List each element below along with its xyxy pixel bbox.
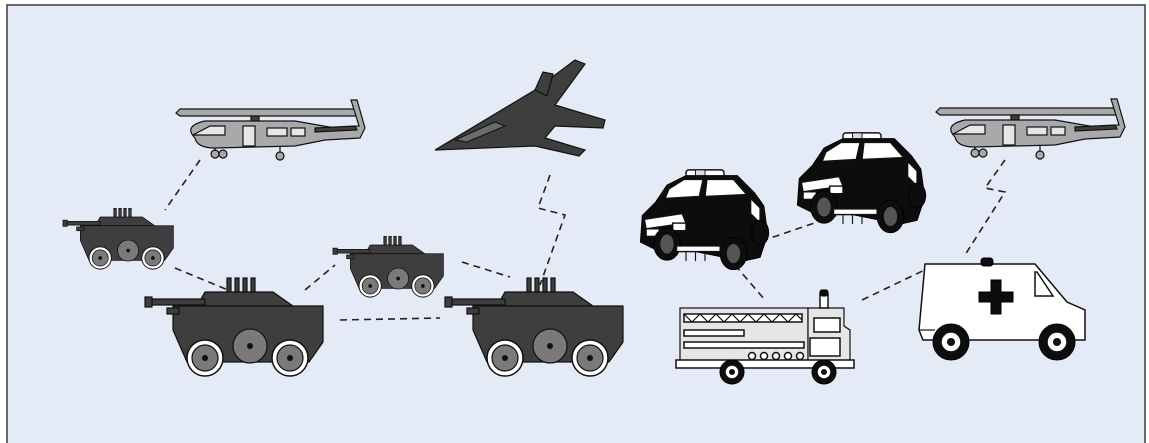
network-diagram <box>0 0 1149 443</box>
